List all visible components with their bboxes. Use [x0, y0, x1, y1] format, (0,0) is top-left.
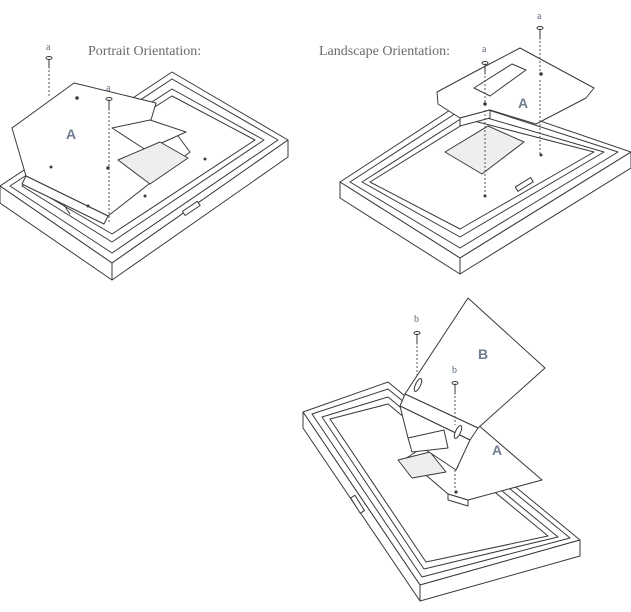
- tray-top: [339, 96, 631, 259]
- plate-a-label: A: [518, 95, 528, 111]
- landscape-panel: Landscape Orientation: A a: [319, 11, 631, 275]
- plate-a-body: [436, 47, 595, 125]
- stand-screw-2: b: [451, 365, 459, 490]
- landscape-caption: Landscape Orientation:: [319, 44, 450, 59]
- landscape-tray: [339, 96, 631, 275]
- tray-recess: [369, 119, 595, 230]
- hole: [143, 194, 147, 198]
- plate-b-tab: [407, 429, 449, 453]
- usb-port: [350, 494, 365, 514]
- plate-a-edge: [447, 493, 469, 507]
- tray-inner-frame: [361, 112, 605, 238]
- plate-b-label: B: [478, 346, 488, 362]
- plate-b-slot: [413, 378, 423, 392]
- tray-notch: [63, 204, 71, 215]
- hole: [539, 72, 543, 76]
- plate-a-label: A: [492, 442, 502, 458]
- plate-a-cutout: [397, 451, 447, 479]
- tray-recess: [329, 403, 549, 563]
- stand-plate-b: B: [399, 297, 546, 471]
- hole: [49, 165, 53, 169]
- hole: [75, 96, 79, 100]
- screw-a-label: a: [106, 83, 111, 94]
- portrait-panel: Portrait Orientation: A: [0, 42, 289, 281]
- tray-front-right: [111, 139, 289, 281]
- hole: [203, 157, 207, 161]
- stand-panel: A B b b: [302, 297, 581, 602]
- plate-b-slot: [453, 425, 463, 439]
- hole: [454, 490, 458, 494]
- screw-a-label: a: [46, 42, 51, 53]
- plate-a-label: A: [66, 126, 76, 142]
- screw-a-label: a: [537, 11, 542, 22]
- tray-front-right: [459, 151, 631, 275]
- portrait-screw-1: a: [45, 42, 53, 96]
- screw-b-label: b: [414, 314, 419, 325]
- plate-a-slot: [111, 119, 187, 151]
- portrait-caption: Portrait Orientation:: [88, 44, 201, 59]
- plate-a-edge: [21, 175, 109, 225]
- plate-a-edge: [459, 109, 491, 127]
- landscape-screw-2: a: [481, 44, 489, 195]
- usb-port: [514, 177, 534, 192]
- hole: [539, 153, 543, 157]
- landscape-screw-1: a: [536, 11, 544, 154]
- screw-a-label: a: [482, 44, 487, 55]
- usb-port: [181, 200, 201, 217]
- stand-screw-1: b: [413, 314, 421, 378]
- hole: [483, 194, 487, 198]
- tray-rim: [349, 103, 619, 249]
- portrait-screw-2: a: [105, 83, 113, 222]
- tray-rim: [311, 388, 571, 578]
- portrait-plate-a: A: [11, 82, 207, 225]
- screw-b-label: b: [452, 365, 457, 376]
- hole: [86, 204, 90, 208]
- plate-a-cutout: [117, 141, 189, 185]
- tray-front-right: [419, 539, 581, 602]
- hole: [483, 102, 487, 106]
- tray-inner-frame: [321, 396, 559, 570]
